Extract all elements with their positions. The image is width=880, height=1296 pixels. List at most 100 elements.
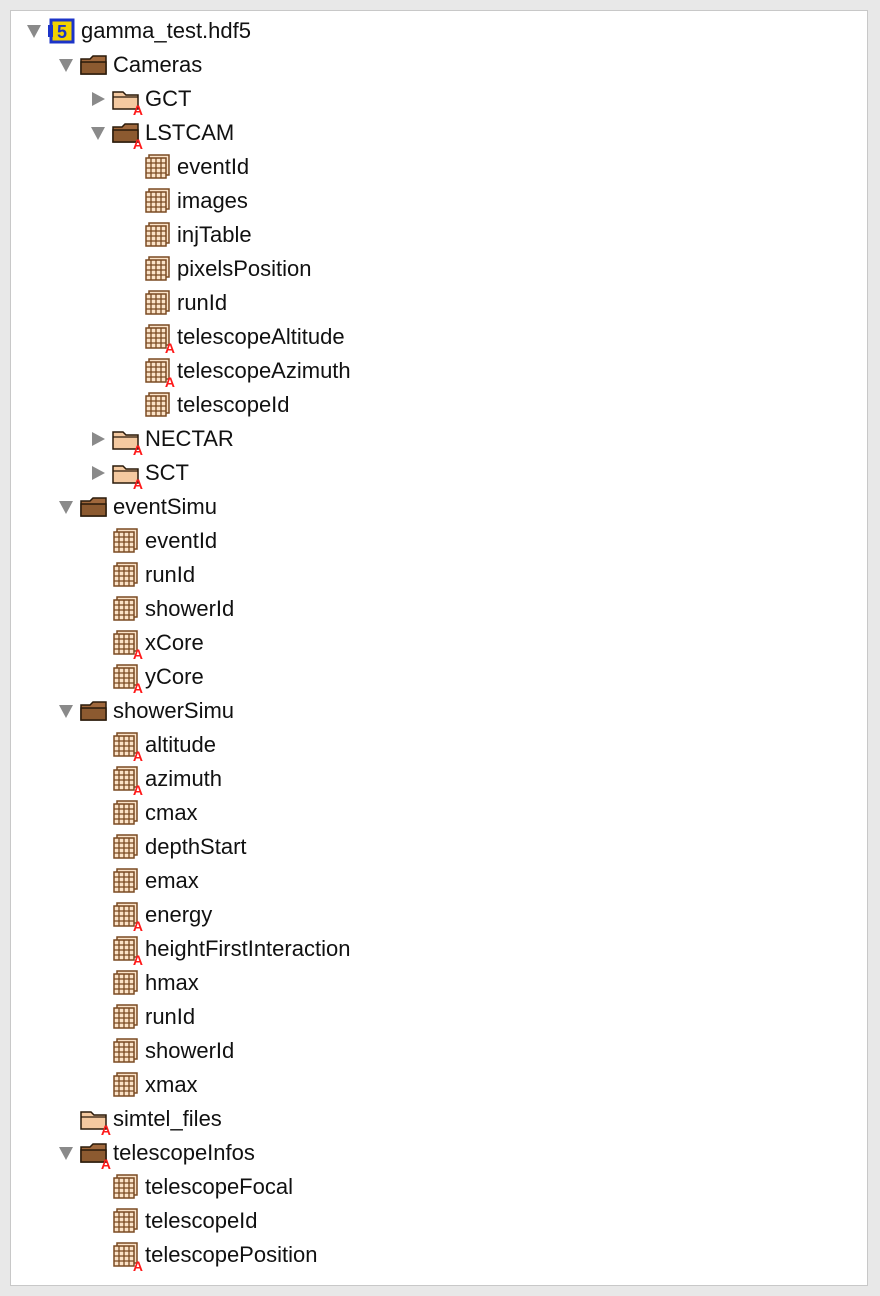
collapse-triangle-icon[interactable] [87,88,109,110]
collapse-triangle-icon[interactable] [87,428,109,450]
tree-node-label: pixelsPosition [177,256,312,281]
tree-row-showerid[interactable]: showerId [11,1034,867,1068]
tree-spacer [87,734,109,756]
tree-spacer [55,1108,77,1130]
tree-row-eventsimu[interactable]: eventSimu [11,490,867,524]
tree-node-label: xmax [145,1072,198,1097]
tree-node-label: depthStart [145,834,247,859]
tree-row-depthstart[interactable]: depthStart [11,830,867,864]
tree-node-label: energy [145,902,213,927]
tree-node-label: gamma_test.hdf5 [81,18,251,43]
tree-spacer [87,1210,109,1232]
tree-row-runid[interactable]: runId [11,558,867,592]
tree-spacer [87,768,109,790]
tree-row-showersimu[interactable]: showerSimu [11,694,867,728]
attribute-badge-icon: A [132,136,143,152]
tree-row-pixelsposition[interactable]: pixelsPosition [11,252,867,286]
expand-triangle-icon[interactable] [55,496,77,518]
folder-open-icon: A [79,1139,111,1171]
dataset-icon [111,561,141,589]
folder-open-icon [79,51,109,79]
expand-triangle-icon[interactable] [87,122,109,144]
dataset-icon [143,153,173,181]
attribute-badge-icon: A [132,442,143,458]
tree-row-telescopeid[interactable]: telescopeId [11,388,867,422]
attribute-badge-icon: A [100,1122,111,1138]
tree-node-label: eventId [145,528,218,553]
tree-row-showerid[interactable]: showerId [11,592,867,626]
tree-row-cmax[interactable]: cmax [11,796,867,830]
dataset-icon [111,833,141,861]
tree-node-label: cmax [145,800,198,825]
tree-row-telescopefocal[interactable]: telescopeFocal [11,1170,867,1204]
folder-closed-icon: A [111,85,143,117]
collapse-triangle-icon[interactable] [87,462,109,484]
tree-spacer [87,1040,109,1062]
dataset-icon [111,799,141,827]
tree-node-label: telescopeId [177,392,290,417]
expand-triangle-icon[interactable] [55,54,77,76]
tree-row-eventid[interactable]: eventId [11,524,867,558]
tree-row-xmax[interactable]: xmax [11,1068,867,1102]
attribute-badge-icon: A [132,918,143,934]
expand-triangle-icon[interactable] [55,700,77,722]
tree-row-telescopeid[interactable]: telescopeId [11,1204,867,1238]
tree-row-emax[interactable]: emax [11,864,867,898]
dataset-icon [111,1003,141,1031]
tree-node-label: runId [177,290,228,315]
tree-row-cameras[interactable]: Cameras [11,48,867,82]
tree-node-label: showerSimu [113,698,235,723]
folder-open-icon [79,697,109,725]
tree-spacer [87,1176,109,1198]
dataset-icon: A [111,663,143,695]
dataset-icon: A [111,1241,143,1273]
tree-spacer [87,802,109,824]
tree-node-label: Cameras [113,52,203,77]
tree-row-images[interactable]: images [11,184,867,218]
tree-node-label: hmax [145,970,199,995]
tree-spacer [87,904,109,926]
tree-row-hmax[interactable]: hmax [11,966,867,1000]
tree-spacer [119,190,141,212]
attribute-badge-icon: A [132,1258,143,1274]
tree-row-runid[interactable]: runId [11,1000,867,1034]
dataset-icon [111,595,141,623]
tree-node-label: yCore [145,664,204,689]
tree-spacer [87,666,109,688]
tree-row-runid[interactable]: runId [11,286,867,320]
tree-node-label: runId [145,1004,196,1029]
dataset-icon: A [111,629,143,661]
dataset-icon [111,1207,141,1235]
attribute-badge-icon: A [132,748,143,764]
tree-row-eventid[interactable]: eventId [11,150,867,184]
tree-node-label: simtel_files [113,1106,222,1131]
tree-node-label: emax [145,868,199,893]
tree-spacer [87,870,109,892]
expand-triangle-icon[interactable] [55,1142,77,1164]
tree-row-injtable[interactable]: injTable [11,218,867,252]
tree-spacer [119,394,141,416]
folder-closed-icon: A [111,459,143,491]
tree-node-label: telescopeId [145,1208,258,1233]
expand-triangle-icon[interactable] [23,20,45,42]
dataset-icon: A [111,765,143,797]
tree-node-label: LSTCAM [145,120,235,145]
tree-spacer [87,836,109,858]
tree-node-label: telescopeAzimuth [177,358,351,383]
